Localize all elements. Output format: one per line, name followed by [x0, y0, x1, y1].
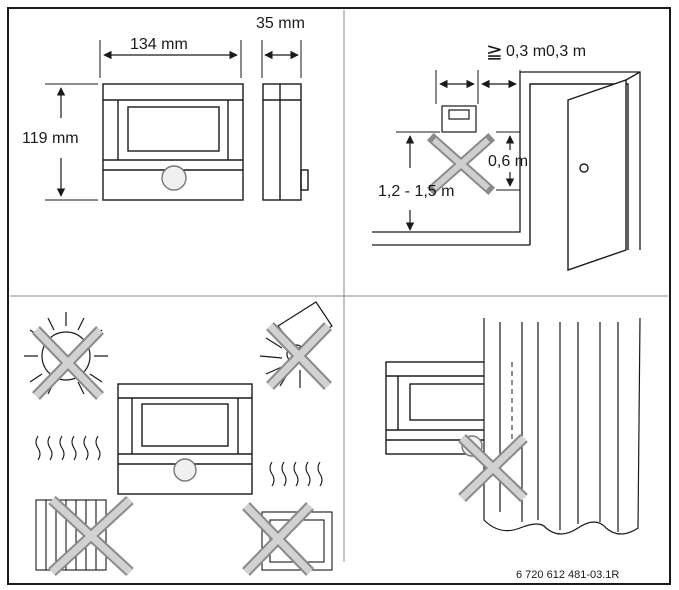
placement-panel: ≧ 0,3 m0,3 m 0,6 m 1,2 - 1,5 m — [372, 41, 641, 271]
side-clearance-label: 0,3 m0,3 m — [506, 43, 586, 60]
sun-icon — [24, 312, 108, 395]
depth-label: 35 mm — [256, 15, 305, 32]
geq-symbol: ≧ — [486, 41, 503, 63]
wall-device-icon — [441, 105, 477, 133]
curtain-icon — [483, 317, 641, 535]
outer-frame — [7, 7, 671, 585]
width-label: 134 mm — [130, 36, 188, 53]
curtain-panel — [385, 317, 641, 535]
radiator-icon — [35, 435, 107, 571]
device-side-icon — [262, 83, 309, 201]
device-center-icon — [117, 383, 253, 495]
heat-sources-panel — [24, 301, 333, 577]
height-range-label: 1,2 - 1,5 m — [378, 183, 454, 200]
reference-number: 6 720 612 481-03.1R — [516, 569, 619, 581]
height-label: 119 mm — [22, 130, 79, 147]
door-icon — [529, 71, 641, 271]
below-label: 0,6 m — [488, 153, 528, 170]
dimensions-panel: 134 mm 35 mm 119 mm — [22, 15, 309, 201]
device-front-icon — [102, 83, 244, 201]
